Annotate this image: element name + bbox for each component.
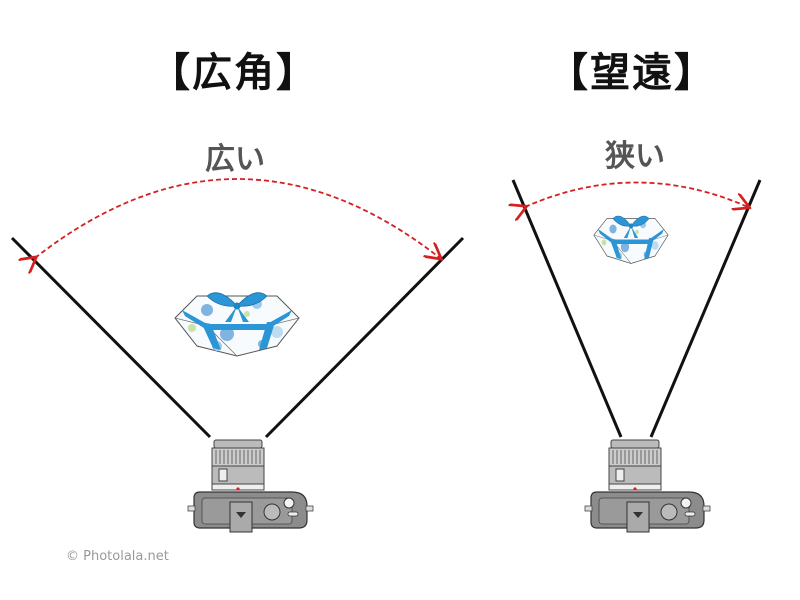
tele-angle-arc-arrow xyxy=(525,181,748,208)
narrow-angle-label: 狭い xyxy=(605,139,665,174)
camera-icon xyxy=(584,439,711,533)
wide-angle-label: 広い xyxy=(205,142,265,177)
gift-box-icon xyxy=(174,292,300,357)
gift-box-icon xyxy=(593,215,669,264)
telephoto-title: 【望遠】 xyxy=(548,50,716,96)
wide-angle-arc-arrow xyxy=(35,178,440,258)
wide-view-boundary-left xyxy=(10,236,212,439)
tele-view-boundary-right xyxy=(649,179,762,438)
wide-angle-title: 【広角】 xyxy=(150,50,318,96)
wide-view-boundary-right xyxy=(264,236,465,439)
tele-view-boundary-left xyxy=(511,179,623,438)
copyright-text: © Photolala.net xyxy=(66,549,169,564)
camera-icon xyxy=(187,439,314,533)
